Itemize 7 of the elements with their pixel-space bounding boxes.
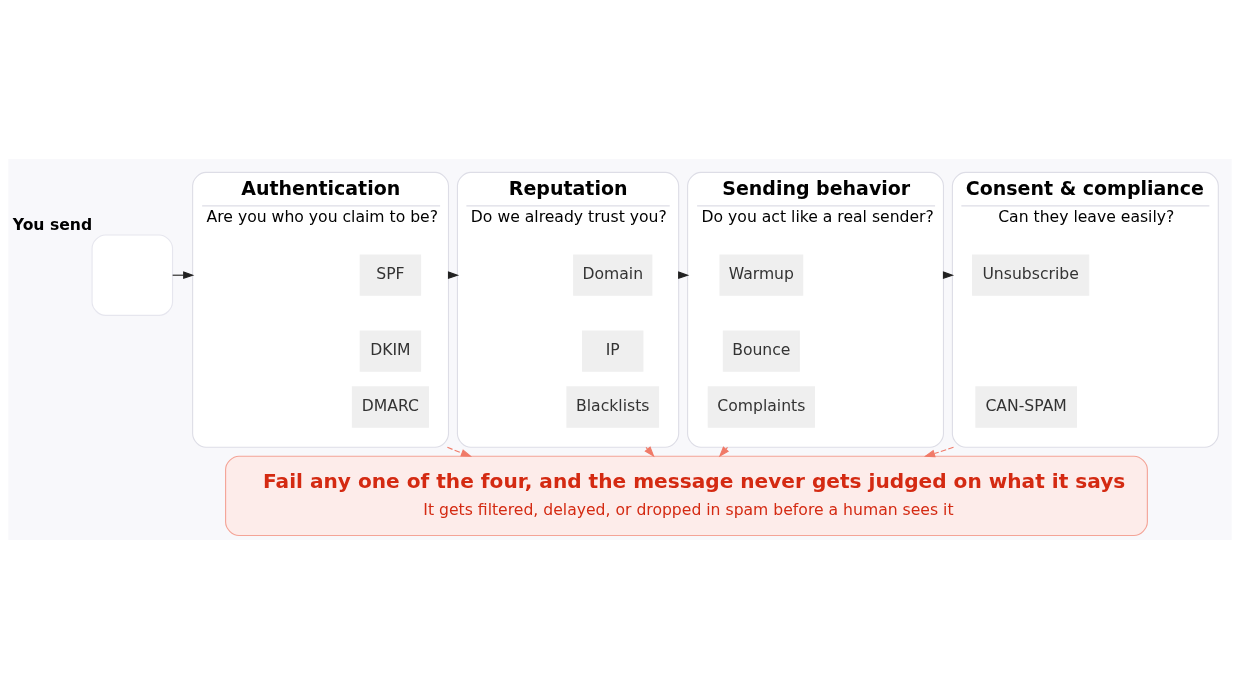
arrow bbox=[923, 446, 955, 457]
arrow bbox=[644, 445, 655, 457]
node-label: You send bbox=[12, 214, 93, 234]
node-box: Fail any one of the four, and the message never gets judged on what it says It gets filtered, delayed, or dropped in spam before a human sees it bbox=[225, 455, 1148, 536]
arrow bbox=[446, 446, 473, 457]
node-box bbox=[91, 233, 174, 316]
arrow bbox=[718, 445, 730, 457]
